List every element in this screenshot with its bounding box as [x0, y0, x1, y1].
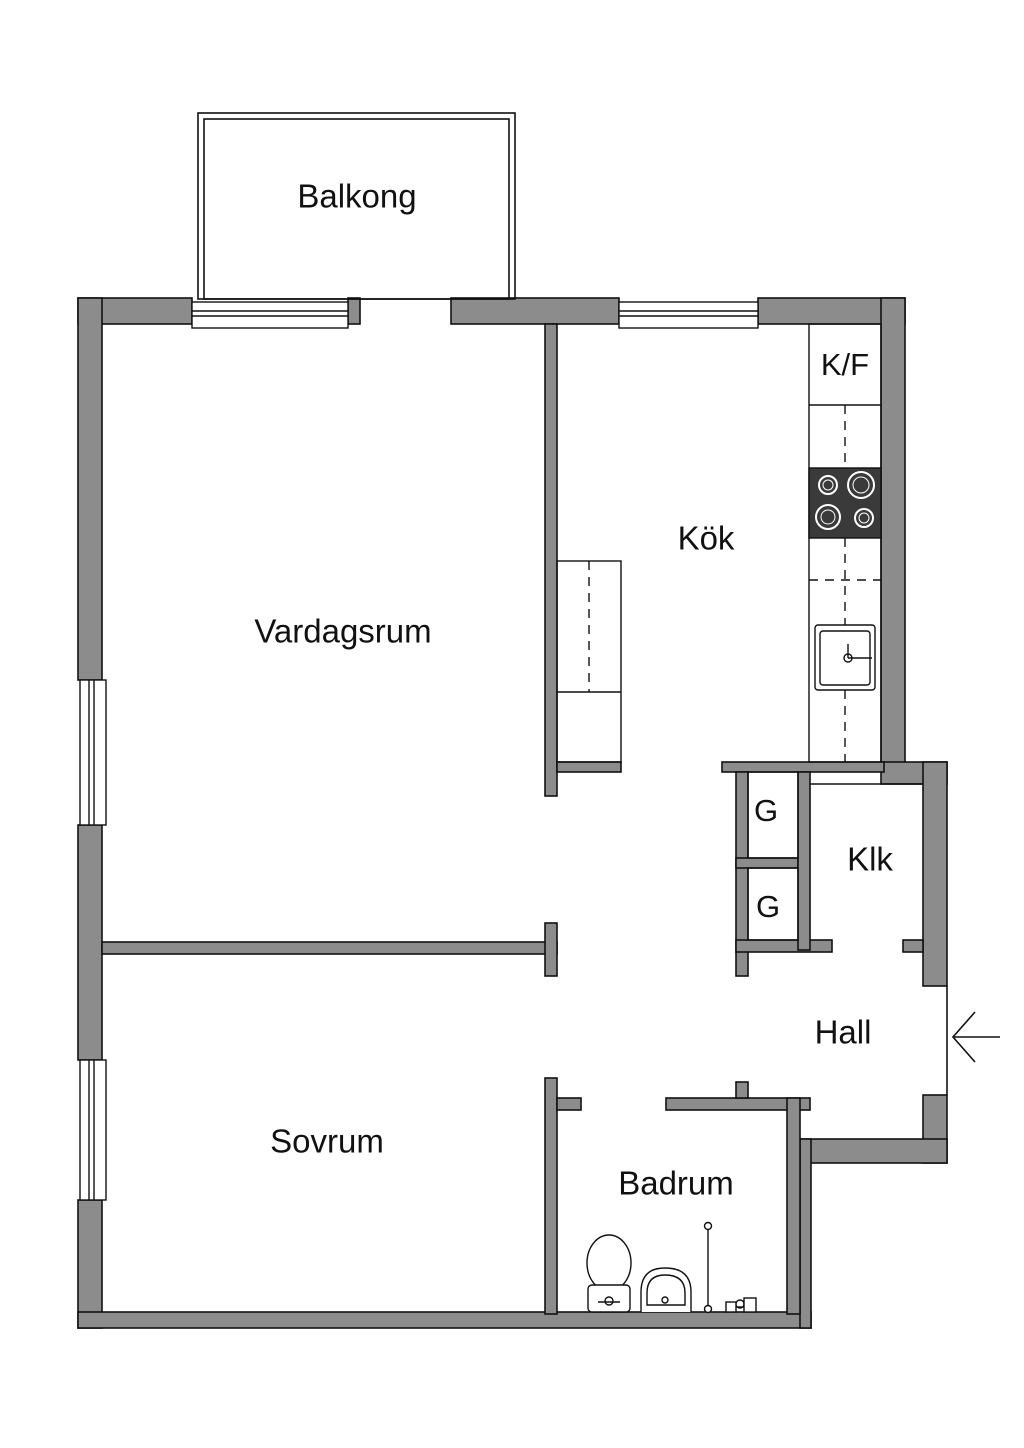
arrow-left-icon	[946, 986, 1000, 1095]
wall-g-mid	[735, 857, 799, 869]
cabinet-g1	[747, 771, 799, 859]
wall-g-right	[797, 771, 811, 951]
label-kok: Kök	[678, 520, 735, 557]
sink-icon	[640, 1267, 692, 1312]
label-g2: G	[756, 889, 780, 924]
wall-right-lower-jog	[799, 1138, 948, 1164]
wall-bath-left	[544, 1077, 558, 1315]
toilet-icon	[586, 1234, 632, 1313]
wall-bottom-right	[799, 1138, 812, 1329]
wall-right-kitchen	[880, 297, 906, 765]
walls	[77, 297, 948, 1329]
window-top-left	[191, 301, 349, 329]
living-counter	[556, 560, 622, 763]
window-top-right	[618, 301, 759, 329]
label-vardagsrum: Vardagsrum	[254, 613, 431, 650]
kitchen-counter	[808, 323, 882, 763]
balcony	[197, 112, 516, 300]
window-left-bedroom	[79, 1059, 107, 1201]
wall-left-2	[77, 824, 103, 1061]
wall-living-bedroom	[101, 941, 558, 955]
wall-bath-top-left	[556, 1097, 582, 1111]
wall-kitchen-living	[544, 323, 558, 797]
wall-klk-bottom-right	[902, 939, 924, 953]
label-sovrum: Sovrum	[270, 1123, 384, 1160]
wall-top-balcony-right	[450, 297, 620, 325]
wall-kitchen-bottom	[721, 761, 885, 773]
wall-bottom	[77, 1311, 812, 1329]
wall-bath-stub	[735, 1081, 749, 1099]
label-badrum: Badrum	[618, 1165, 734, 1202]
wall-top-mid	[347, 297, 361, 325]
wall-left-3	[77, 1199, 103, 1329]
wall-living-bedroom-end	[544, 922, 558, 977]
windows	[79, 301, 759, 1201]
label-hall: Hall	[815, 1014, 872, 1051]
label-balkong: Balkong	[297, 178, 416, 215]
label-kf: K/F	[821, 347, 869, 382]
stove-icon	[808, 467, 882, 539]
wall-left-1	[77, 297, 103, 681]
label-g1: G	[754, 793, 778, 828]
wall-counter-end	[556, 761, 622, 773]
wall-g-bottom	[735, 939, 833, 953]
window-left-living	[79, 679, 107, 826]
label-klk: Klk	[847, 841, 893, 878]
wall-right-klk	[922, 761, 948, 987]
wall-bath-right	[786, 1097, 801, 1315]
tap-icon	[725, 1297, 757, 1313]
shower-icon	[703, 1221, 713, 1314]
cabinets	[747, 771, 923, 941]
cabinet-g2	[747, 867, 799, 941]
kitchen-sink-icon	[814, 624, 876, 691]
